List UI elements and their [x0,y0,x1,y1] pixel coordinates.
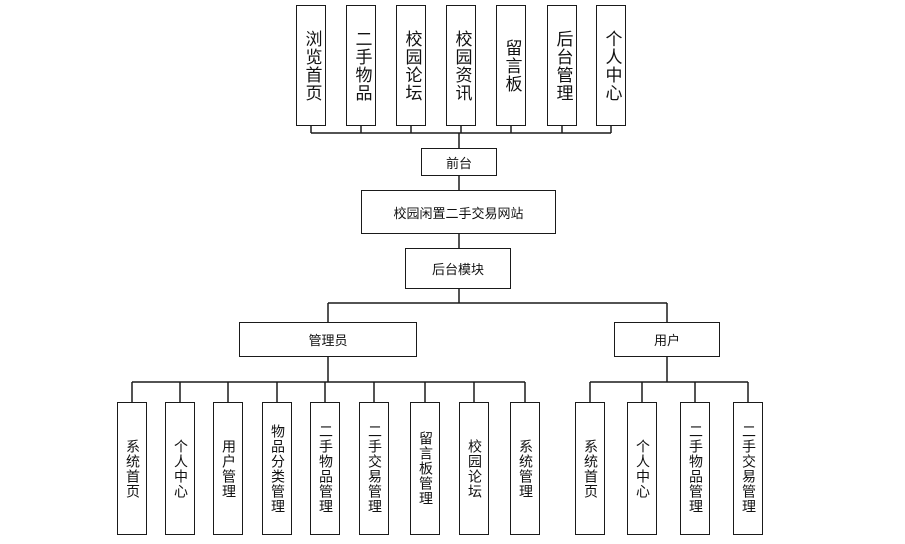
frontend-module-message-board: 留言板 [496,5,526,126]
frontend-module-secondhand-items: 二手物品 [346,5,376,126]
user-module-secondhand-trade-management: 二手交易管理 [733,402,763,535]
admin-module-campus-forum: 校园论坛 [459,402,489,535]
admin-module-message-board-management: 留言板管理 [410,402,440,535]
user-module-system-home: 系统首页 [575,402,605,535]
user-module-personal-center: 个人中心 [627,402,657,535]
frontend-module-campus-forum: 校园论坛 [396,5,426,126]
admin-module-system-management: 系统管理 [510,402,540,535]
admin-module-personal-center: 个人中心 [165,402,195,535]
admin-module-system-home: 系统首页 [117,402,147,535]
admin-module-user-management: 用户管理 [213,402,243,535]
frontend-module-browse-home: 浏览首页 [296,5,326,126]
admin-module-secondhand-trade-management: 二手交易管理 [359,402,389,535]
frontend-module-campus-news: 校园资讯 [446,5,476,126]
admin-module-secondhand-item-management: 二手物品管理 [310,402,340,535]
admin-module-item-category-management: 物品分类管理 [262,402,292,535]
frontend-module-personal-center: 个人中心 [596,5,626,126]
user-node: 用户 [614,322,720,357]
admin-node: 管理员 [239,322,417,357]
user-module-secondhand-item-management: 二手物品管理 [680,402,710,535]
backend-node: 后台模块 [405,248,511,289]
site-root-node: 校园闲置二手交易网站 [361,190,556,234]
frontend-module-backend-admin: 后台管理 [547,5,577,126]
frontend-node: 前台 [421,148,497,176]
